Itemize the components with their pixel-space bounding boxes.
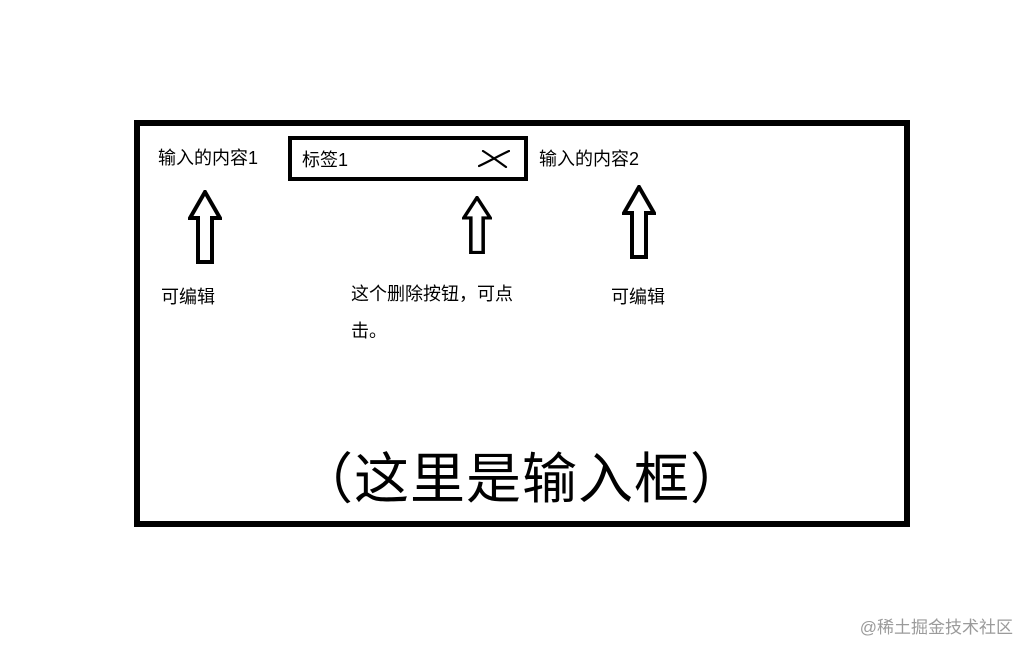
annotation-delete-note: 这个删除按钮，可点击。	[351, 284, 513, 341]
arrow-up-icon	[188, 190, 222, 264]
annotation-editable-right: 可编辑	[611, 287, 665, 307]
annotation-editable-left: 可编辑	[161, 287, 215, 307]
delete-icon[interactable]	[478, 149, 510, 168]
arrow-up-icon	[622, 185, 656, 259]
tag-label: 标签1	[302, 149, 349, 170]
input-content-2[interactable]: 输入的内容2	[539, 149, 640, 169]
tag-chip: 标签1	[288, 136, 528, 181]
watermark: @稀土掘金技术社区	[859, 618, 1013, 637]
arrow-up-icon	[462, 196, 492, 254]
input-box-caption: （这里是输入框）	[297, 448, 746, 510]
input-box[interactable]: 输入的内容1 标签1 输入的内容2 可编辑 这个删除按钮，可点击。 可编辑 （这…	[134, 120, 910, 527]
input-content-1[interactable]: 输入的内容1	[158, 148, 259, 168]
